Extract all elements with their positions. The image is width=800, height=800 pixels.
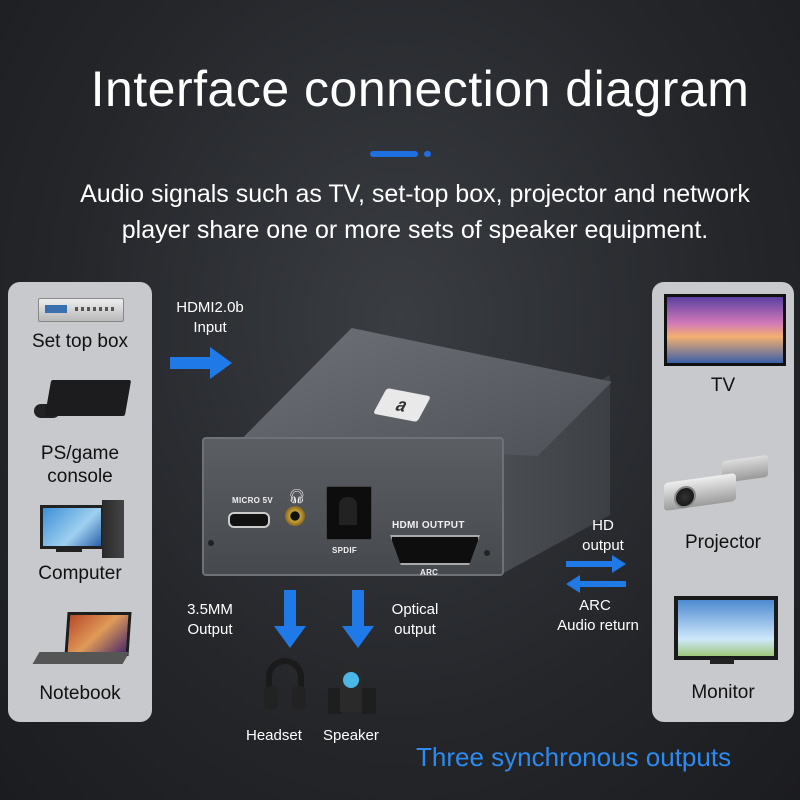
computer-stand-icon xyxy=(56,546,82,552)
notebook-keyboard-icon xyxy=(32,652,130,664)
hdmi-input-label-line-1: HDMI2.0b xyxy=(176,299,244,316)
analog-output-label-line-1: 3.5MM xyxy=(187,601,233,618)
hd-output-label-line-1: HD xyxy=(592,517,614,534)
monitor-label: Monitor xyxy=(691,682,755,703)
game-console-label-line-1: PS/game xyxy=(40,443,120,464)
notebook-screen-icon xyxy=(64,612,132,656)
speaker-label: Speaker xyxy=(323,727,379,744)
tv-icon xyxy=(664,294,786,366)
speaker-icon xyxy=(340,666,362,712)
headset-icon xyxy=(266,658,304,696)
tv-label: TV xyxy=(710,375,736,396)
computer-label: Computer xyxy=(38,563,122,584)
speaker-left-icon xyxy=(328,688,342,714)
optical-output-arrow-shaft xyxy=(352,590,364,628)
set-top-box-icon xyxy=(38,298,124,322)
set-top-box-label: Set top box xyxy=(31,331,129,352)
arc-label-line-2: Audio return xyxy=(557,617,639,634)
computer-tower-icon xyxy=(102,500,124,558)
title-underline-accent xyxy=(370,151,418,157)
footer-caption: Three synchronous outputs xyxy=(416,742,732,772)
game-console-label-line-2: console xyxy=(47,466,113,487)
hdmi-output-port xyxy=(390,535,480,565)
hdmi-output-label: HDMI OUTPUT xyxy=(392,520,465,531)
micro-usb-port xyxy=(228,512,270,528)
spdif-label: SPDIF xyxy=(332,546,358,555)
game-console-icon xyxy=(44,380,132,416)
hd-output-arrow-shaft xyxy=(566,561,612,567)
arc-arrow-shaft xyxy=(580,581,626,587)
page-title: Interface connection diagram xyxy=(90,61,750,117)
monitor-stand-icon xyxy=(710,658,734,664)
headset-left-cup-icon xyxy=(264,686,278,710)
notebook-label: Notebook xyxy=(39,683,121,704)
headset-label: Headset xyxy=(246,727,302,744)
screw-left xyxy=(208,540,214,546)
analog-output-arrow-shaft xyxy=(284,590,296,628)
subtitle-line-1: Audio signals such as TV, set-top box, p… xyxy=(80,180,750,208)
title-underline-dot xyxy=(424,151,431,157)
hdmi-input-label-line-2: Input xyxy=(193,319,227,336)
headphone-icon: 🎧︎ xyxy=(288,488,306,504)
hd-output-label-line-2: output xyxy=(582,537,624,554)
micro-usb-label: MICRO 5V xyxy=(232,496,274,505)
optical-output-label-line-2: output xyxy=(394,621,436,638)
analog-output-arrow-head xyxy=(274,626,306,648)
headset-right-cup-icon xyxy=(292,686,306,710)
hdmi-input-arrow-head xyxy=(210,347,232,379)
arc-label-line-1: ARC xyxy=(579,597,611,614)
speaker-right-icon xyxy=(362,688,376,714)
optical-output-label-line-1: Optical xyxy=(391,601,439,618)
optical-output-arrow-head xyxy=(342,626,374,648)
hdmi-input-arrow-shaft xyxy=(170,357,212,369)
computer-monitor-icon xyxy=(40,505,104,549)
projector-label: Projector xyxy=(684,532,762,553)
hd-output-arrow-head xyxy=(612,555,626,573)
subtitle-line-2: player share one or more sets of speaker… xyxy=(121,216,709,244)
audio-jack-port xyxy=(285,506,305,526)
screw-right xyxy=(484,550,490,556)
arc-label: ARC xyxy=(420,568,439,577)
spdif-port xyxy=(326,486,372,540)
analog-output-label-line-2: Output xyxy=(187,621,233,638)
arc-arrow-head xyxy=(566,575,580,593)
monitor-icon xyxy=(674,596,778,660)
